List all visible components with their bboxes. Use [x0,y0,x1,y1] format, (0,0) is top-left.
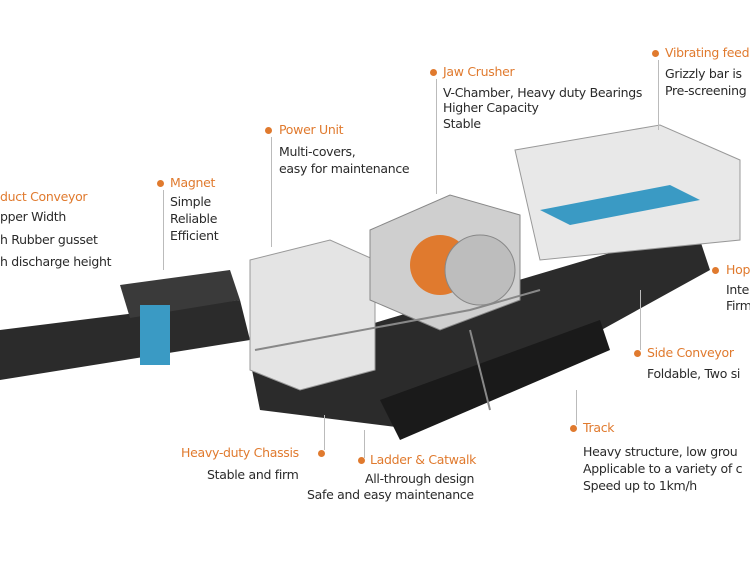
callout-dot [634,350,641,357]
magnet-unit [140,305,170,365]
callout-title-magnet: Magnet [170,175,216,190]
callout-text: pper Width [0,209,66,224]
track [380,320,610,440]
callout-title-vibrating-feeder: Vibrating feed [665,45,750,60]
callout-dot [430,69,437,76]
callout-text: easy for maintenance [279,161,410,176]
callout-text: Reliable [170,211,218,226]
callout-text: Stable [443,116,481,131]
vibrating-feeder-screen [540,185,700,225]
callout-text: Higher Capacity [443,100,539,115]
callout-text: Foldable, Two si [647,366,741,381]
callout-title-track: Track [583,420,615,435]
callout-dot [318,450,325,457]
callout-text: Heavy structure, low grou [583,444,738,459]
callout-text: All-through design [365,471,475,486]
callout-title-power-unit: Power Unit [279,122,344,137]
ladder [469,329,491,411]
callout-title-product-conveyor: duct Conveyor [0,189,88,204]
chassis [250,240,710,430]
callout-text: Grizzly bar is [665,66,742,81]
callout-text: V-Chamber, Heavy duty Bearings [443,85,643,100]
callout-dot [265,127,272,134]
callout-text: Safe and easy maintenance [307,487,474,502]
power-unit [249,239,376,391]
callout-dot [652,50,659,57]
callout-title-ladder: Ladder & Catwalk [370,452,477,467]
callout-text: Applicable to a variety of c [583,461,743,476]
callout-dot [358,457,365,464]
product-conveyor-belt [0,300,250,380]
callout-text: Efficient [170,228,219,243]
callout-text: Multi-covers, [279,144,356,159]
callout-text: Speed up to 1km/h [583,478,697,493]
callout-text: Inte [726,282,750,297]
callout-title-side-conveyor: Side Conveyor [647,345,734,360]
callout-title-chassis: Heavy-duty Chassis [181,445,299,460]
callout-text: Stable and firm [207,467,299,482]
callout-text: Simple [170,194,211,209]
callout-text: Pre-screening [665,83,747,98]
model-label: DMJ106 [66,375,108,386]
callout-dot [157,180,164,187]
callout-text: Firm [726,298,750,313]
callout-dot [712,267,719,274]
callout-title-jaw-crusher: Jaw Crusher [443,64,515,79]
callout-title-hopper: Hop [726,262,750,277]
callout-text: h Rubber gusset [0,232,98,247]
callout-text: h discharge height [0,254,112,269]
hopper [514,124,741,261]
callout-dot [570,425,577,432]
catwalk-rail [254,289,541,351]
